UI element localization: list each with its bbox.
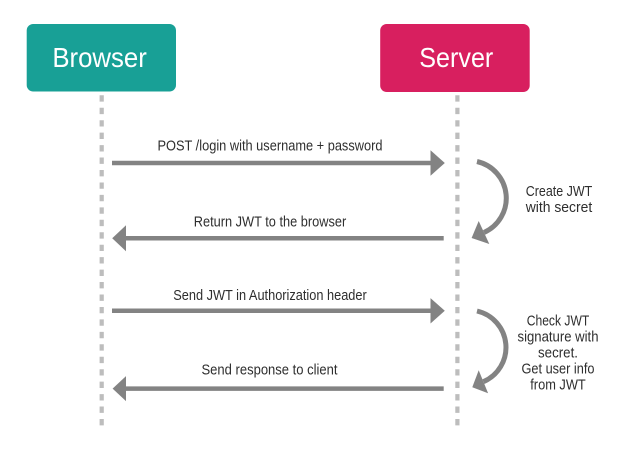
svg-text:from JWT: from JWT: [530, 377, 586, 394]
svg-text:Send JWT in Authorization head: Send JWT in Authorization header: [173, 287, 367, 304]
svg-text:secret.: secret.: [538, 345, 578, 362]
svg-text:with secret: with secret: [525, 199, 593, 216]
svg-text:Check JWT: Check JWT: [527, 313, 590, 330]
svg-text:Server: Server: [419, 42, 493, 73]
svg-text:signature with: signature with: [518, 329, 599, 346]
svg-text:Create JWT: Create JWT: [526, 183, 593, 200]
svg-text:Get user info: Get user info: [522, 361, 595, 378]
svg-text:Browser: Browser: [52, 42, 147, 73]
svg-text:POST /login with username + pa: POST /login with username + password: [158, 138, 383, 155]
svg-text:Send response to client: Send response to client: [202, 362, 339, 379]
svg-text:Return JWT to the browser: Return JWT to the browser: [194, 214, 347, 231]
